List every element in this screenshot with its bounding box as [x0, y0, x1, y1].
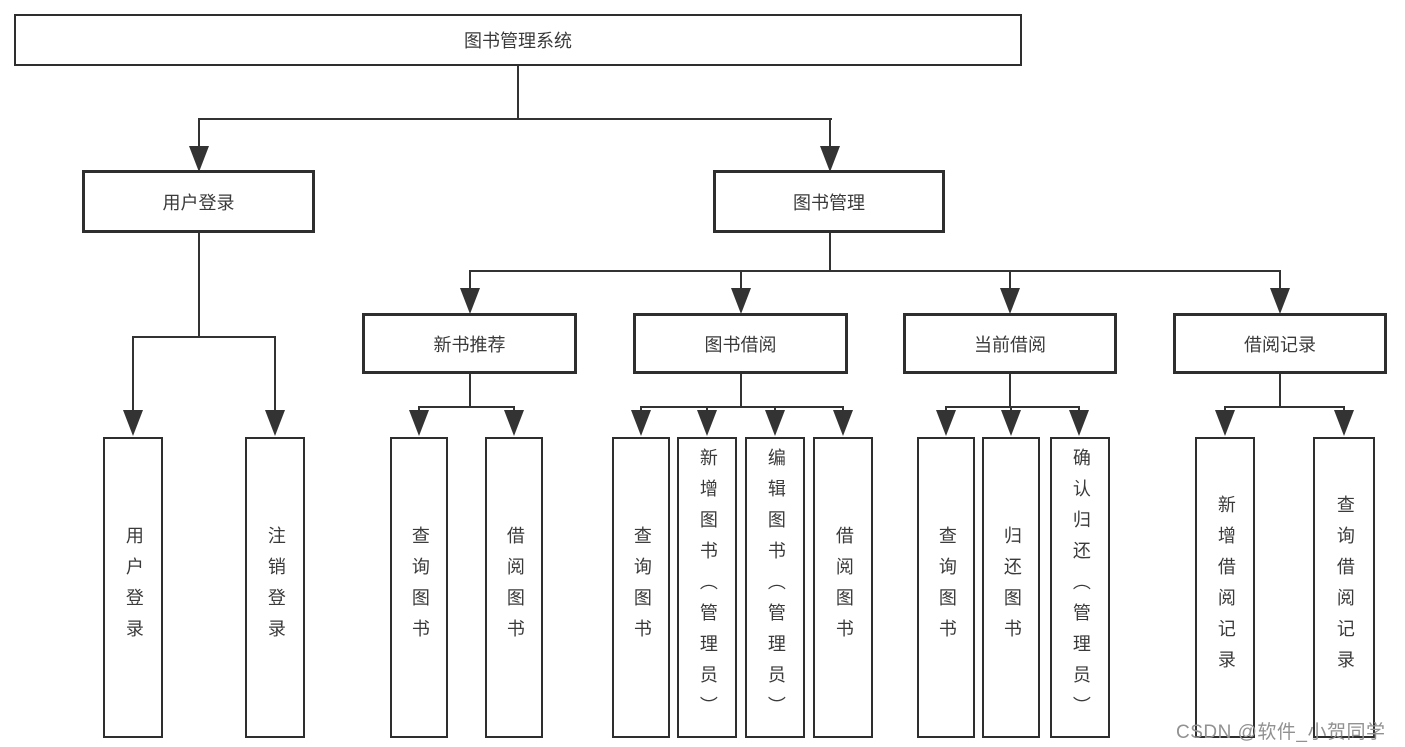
leaf-label: 注销登录	[265, 525, 286, 650]
connector-arrow-down-icon	[765, 410, 785, 436]
leaf-add-borrow-record: 新增借阅记录	[1195, 437, 1255, 738]
leaf-label: 查询借阅记录	[1334, 494, 1355, 681]
leaf-label: 查询图书	[936, 525, 957, 650]
node-current-borrow: 当前借阅	[903, 313, 1117, 374]
connector-line	[1009, 374, 1011, 406]
node-label: 借阅记录	[1244, 334, 1316, 355]
connector-line	[132, 336, 276, 338]
connector-arrow-down-icon	[1001, 410, 1021, 436]
connector-line	[640, 406, 844, 408]
leaf-label: 新增图书（管理员）	[697, 448, 718, 727]
connector-line	[198, 118, 832, 120]
node-label: 当前借阅	[974, 334, 1046, 355]
connector-arrow-down-icon	[697, 410, 717, 436]
connector-arrow-down-icon	[731, 288, 751, 314]
connector-line	[1224, 406, 1344, 408]
leaf-query-books-2: 查询图书	[612, 437, 670, 738]
leaf-query-borrow-record: 查询借阅记录	[1313, 437, 1375, 738]
node-label: 图书借阅	[704, 334, 777, 355]
leaf-query-books-1: 查询图书	[390, 437, 448, 738]
connector-line	[945, 406, 1080, 408]
node-book-borrow: 图书借阅	[633, 313, 848, 374]
connector-arrow-down-icon	[460, 288, 480, 314]
connector-arrow-down-icon	[833, 410, 853, 436]
leaf-edit-books-admin: 编辑图书（管理员）	[745, 437, 805, 738]
connector-line	[740, 270, 742, 292]
connector-line	[517, 66, 519, 118]
leaf-label: 借阅图书	[833, 525, 854, 650]
leaf-label: 查询图书	[631, 525, 652, 650]
node-new-book-recommend: 新书推荐	[362, 313, 577, 374]
connector-arrow-down-icon	[631, 410, 651, 436]
leaf-logout: 注销登录	[245, 437, 305, 738]
connector-arrow-down-icon	[1270, 288, 1290, 314]
node-label: 新书推荐	[433, 334, 506, 355]
connector-arrow-down-icon	[1069, 410, 1089, 436]
node-book-management: 图书管理	[713, 170, 945, 233]
connector-arrow-down-icon	[123, 410, 143, 436]
leaf-confirm-return-admin: 确认归还（管理员）	[1050, 437, 1110, 738]
leaf-query-books-3: 查询图书	[917, 437, 975, 738]
connector-line	[1279, 270, 1281, 292]
connector-arrow-down-icon	[820, 146, 840, 172]
connector-line	[829, 118, 831, 150]
node-label: 图书管理系统	[464, 31, 572, 51]
leaf-label: 借阅图书	[504, 525, 525, 650]
connector-line	[1009, 270, 1011, 292]
csdn-watermark: CSDN @软件_小贺同学	[1176, 722, 1386, 743]
node-library-management-system: 图书管理系统	[14, 14, 1022, 66]
connector-line	[469, 374, 471, 406]
connector-arrow-down-icon	[1215, 410, 1235, 436]
connector-arrow-down-icon	[409, 410, 429, 436]
connector-arrow-down-icon	[936, 410, 956, 436]
connector-arrow-down-icon	[1334, 410, 1354, 436]
node-user-login: 用户登录	[82, 170, 315, 233]
leaf-borrow-books-1: 借阅图书	[485, 437, 543, 738]
connector-line	[198, 233, 200, 336]
connector-line	[469, 270, 471, 292]
leaf-label: 归还图书	[1001, 525, 1022, 650]
connector-line	[132, 336, 134, 412]
leaf-return-books: 归还图书	[982, 437, 1040, 738]
leaf-user-login: 用户登录	[103, 437, 163, 738]
connector-line	[274, 336, 276, 412]
connector-line	[740, 374, 742, 406]
connector-line	[198, 118, 200, 150]
node-borrow-records: 借阅记录	[1173, 313, 1387, 374]
leaf-label: 查询图书	[409, 525, 430, 650]
connector-arrow-down-icon	[265, 410, 285, 436]
leaf-add-books-admin: 新增图书（管理员）	[677, 437, 737, 738]
connector-arrow-down-icon	[504, 410, 524, 436]
connector-arrow-down-icon	[189, 146, 209, 172]
connector-line	[469, 270, 1281, 272]
leaf-label: 新增借阅记录	[1215, 494, 1236, 681]
leaf-label: 用户登录	[123, 525, 144, 650]
node-label: 用户登录	[162, 192, 235, 213]
connector-line	[418, 406, 515, 408]
node-label: 图书管理	[793, 192, 865, 213]
leaf-label: 确认归还（管理员）	[1070, 448, 1091, 727]
connector-arrow-down-icon	[1000, 288, 1020, 314]
leaf-borrow-books-2: 借阅图书	[813, 437, 873, 738]
connector-line	[829, 233, 831, 270]
leaf-label: 编辑图书（管理员）	[765, 448, 786, 727]
connector-line	[1279, 374, 1281, 406]
